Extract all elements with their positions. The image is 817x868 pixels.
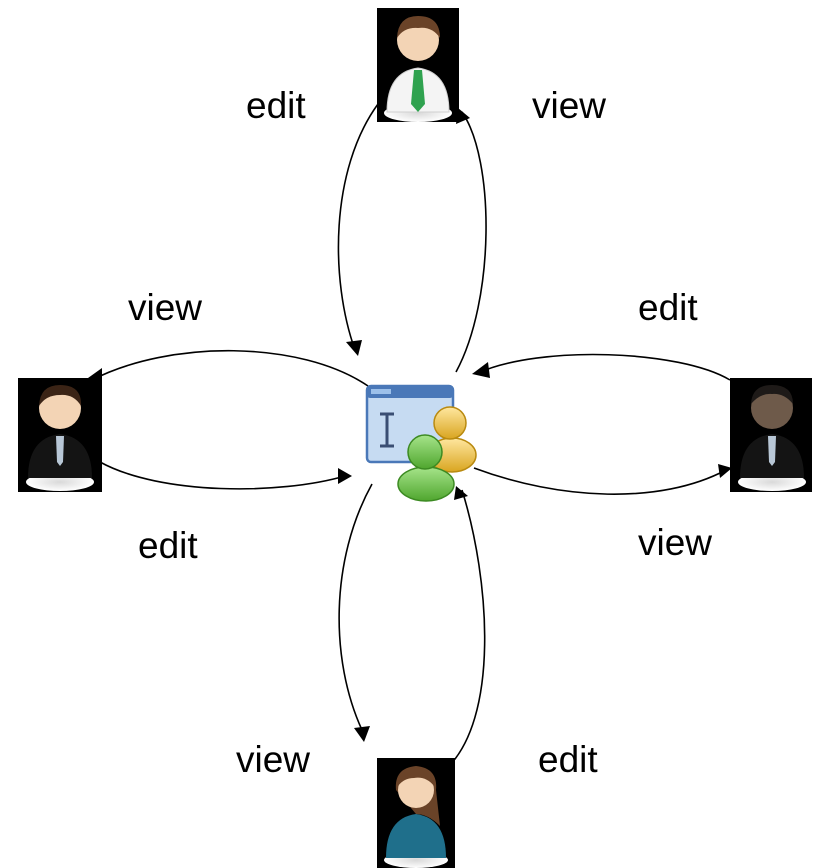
user-avatar-top	[377, 8, 459, 122]
edge-right-view	[473, 467, 727, 495]
edge-left-edit	[99, 461, 346, 490]
shared-document-icon	[365, 384, 477, 502]
label-left-view: view	[128, 287, 202, 328]
label-left-edit: edit	[138, 525, 198, 566]
user-avatar-left	[18, 378, 102, 492]
edge-bottom-edit	[444, 489, 486, 771]
arrowhead-left-edit	[338, 468, 352, 484]
arrowhead-bottom-edit	[454, 486, 468, 500]
arrowhead-top-view	[456, 108, 470, 124]
edge-labels: edit view view edit edit view view edit	[128, 85, 712, 780]
label-bottom-edit: edit	[538, 739, 598, 780]
edge-right-edit	[477, 353, 731, 381]
edge-top-edit	[337, 103, 379, 351]
arrowhead-bottom-view	[354, 726, 370, 742]
arrowhead-right-view	[718, 464, 732, 478]
label-top-view: view	[532, 85, 606, 126]
edge-top-view	[455, 111, 487, 373]
label-right-view: view	[638, 522, 712, 563]
arrowhead-top-edit	[346, 340, 362, 356]
user-avatar-bottom	[377, 758, 455, 868]
user-avatar-right	[730, 378, 812, 492]
label-right-edit: edit	[638, 287, 698, 328]
label-top-edit: edit	[246, 85, 306, 126]
arrowhead-right-edit	[472, 362, 490, 378]
label-bottom-view: view	[236, 739, 310, 780]
edge-left-view	[91, 349, 369, 387]
edge-bottom-view	[338, 483, 373, 731]
